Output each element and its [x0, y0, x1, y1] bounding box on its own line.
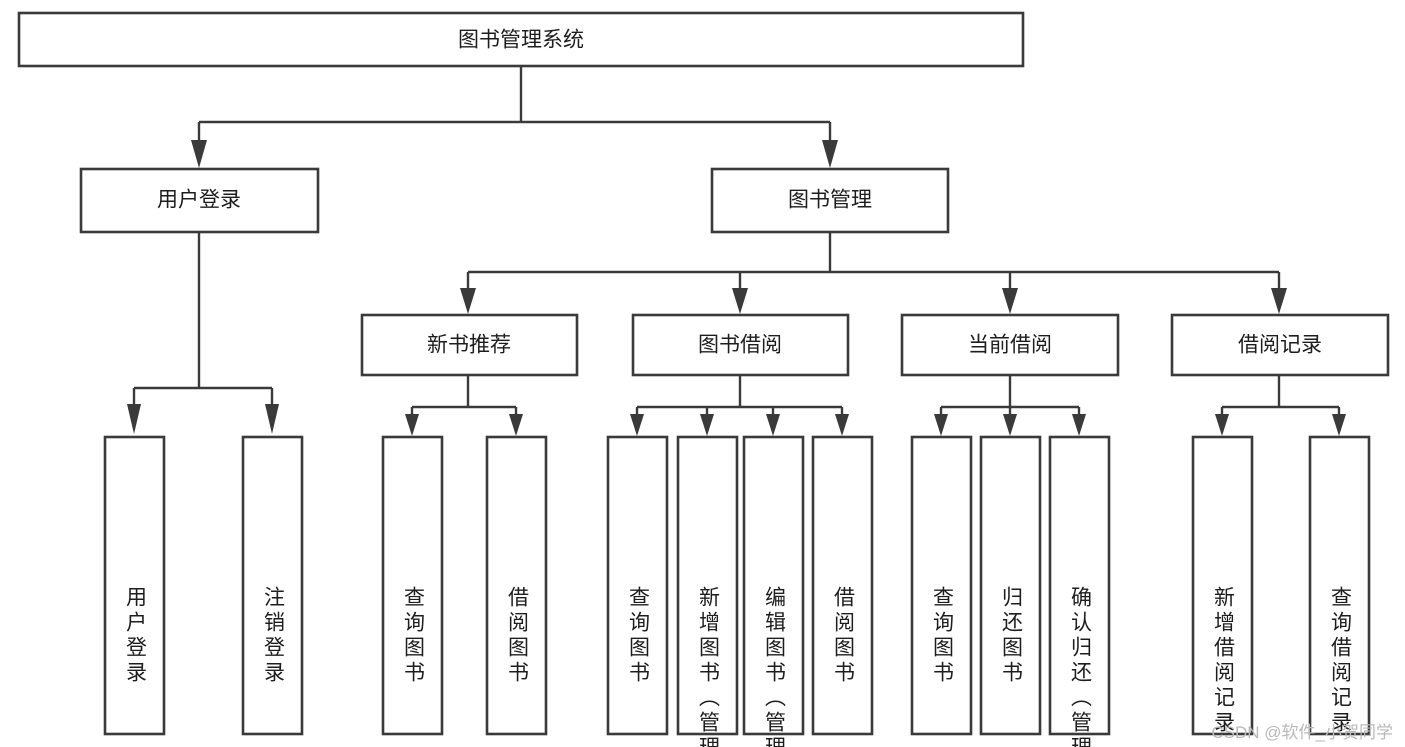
connector-group-root: [191, 66, 838, 168]
arrow-book-mgmt-to-new-book: [460, 288, 476, 314]
node-current-borrow-label: 当前借阅: [968, 334, 1052, 357]
connector-group-book-borrow: [630, 376, 849, 436]
leaf-node-book-borrow-add[interactable]: 新增图书（管理员）: [676, 435, 739, 747]
connector-group-new-book: [405, 376, 523, 436]
arrow-user-login-child-1: [127, 404, 141, 434]
leaf-node-new-book-borrow[interactable]: 借阅图书: [485, 435, 548, 736]
arrow-new-book-child-1: [405, 414, 419, 436]
arrow-book-borrow-child-3: [766, 414, 780, 436]
node-book-management-label: 图书管理: [788, 189, 872, 212]
leaf-current-borrow-confirm-box: [1048, 435, 1111, 736]
node-user-login-box: [79, 167, 320, 234]
leaf-node-book-borrow-query[interactable]: 查询图书: [606, 435, 669, 736]
leaf-book-borrow-borrow-box: [811, 435, 874, 736]
connector-group-book-mgmt: [460, 233, 1287, 314]
leaf-borrow-record-query-box: [1308, 435, 1371, 736]
leaf-current-borrow-return-box: [979, 435, 1042, 736]
leaf-current-borrow-confirm-label: 确认归还（管理员）: [1069, 586, 1093, 747]
node-current-borrow[interactable]: 当前借阅: [900, 313, 1120, 377]
leaf-node-new-book-query[interactable]: 查询图书: [381, 435, 444, 736]
leaf-new-book-query-label: 查询图书: [402, 586, 426, 686]
node-root-label: 图书管理系统: [458, 29, 584, 52]
leaf-node-book-borrow-edit[interactable]: 编辑图书（管理员）: [742, 435, 805, 747]
node-book-borrow[interactable]: 图书借阅: [631, 313, 850, 377]
leaf-borrow-record-add-label: 新增借阅记录: [1212, 586, 1236, 736]
node-current-borrow-box: [900, 313, 1120, 377]
leaf-node-current-borrow-query[interactable]: 查询图书: [910, 435, 973, 736]
arrow-book-borrow-child-2: [700, 414, 714, 436]
node-borrow-record[interactable]: 借阅记录: [1170, 313, 1390, 377]
node-user-login[interactable]: 用户登录: [79, 167, 320, 234]
leaf-book-borrow-query-box: [606, 435, 669, 736]
leaf-node-user-login-login[interactable]: 用户登录: [103, 435, 166, 736]
arrow-book-borrow-child-1: [630, 414, 644, 436]
node-new-book-recommend[interactable]: 新书推荐: [360, 313, 579, 377]
leaf-user-login-login-label: 用户登录: [124, 586, 148, 686]
leaf-node-current-borrow-confirm[interactable]: 确认归还（管理员）: [1048, 435, 1111, 747]
leaf-book-borrow-borrow-label: 借阅图书: [832, 586, 856, 686]
arrow-user-login-child-2: [265, 404, 279, 434]
arrow-root-to-user-login: [191, 140, 207, 168]
node-root-book-management-system[interactable]: 图书管理系统: [17, 11, 1025, 68]
leaf-borrow-record-query-label: 查询借阅记录: [1329, 586, 1353, 736]
arrow-borrow-record-child-2: [1332, 414, 1346, 436]
node-root-box: [17, 11, 1025, 68]
node-book-borrow-label: 图书借阅: [698, 334, 782, 357]
node-book-management[interactable]: 图书管理: [710, 167, 950, 234]
node-new-book-recommend-box: [360, 313, 579, 377]
arrow-current-borrow-child-2: [1003, 414, 1017, 436]
leaf-user-login-logout-label: 注销登录: [262, 586, 286, 686]
leaf-new-book-borrow-label: 借阅图书: [506, 586, 530, 686]
node-book-management-box: [710, 167, 950, 234]
leaf-new-book-query-box: [381, 435, 444, 736]
leaf-new-book-borrow-box: [485, 435, 548, 736]
node-borrow-record-label: 借阅记录: [1238, 334, 1322, 357]
leaf-book-borrow-query-label: 查询图书: [627, 586, 651, 686]
leaf-node-book-borrow-borrow[interactable]: 借阅图书: [811, 435, 874, 736]
leaf-current-borrow-query-label: 查询图书: [931, 586, 955, 686]
arrow-current-borrow-child-3: [1072, 414, 1086, 436]
node-new-book-recommend-label: 新书推荐: [427, 334, 511, 357]
connector-group-current-borrow: [934, 376, 1086, 436]
node-borrow-record-box: [1170, 313, 1390, 377]
arrow-current-borrow-child-1: [934, 414, 948, 436]
leaf-node-borrow-record-add[interactable]: 新增借阅记录: [1191, 435, 1254, 736]
leaf-book-borrow-edit-label: 编辑图书（管理员）: [763, 586, 787, 747]
leaf-node-user-login-logout[interactable]: 注销登录: [241, 435, 304, 736]
leaf-book-borrow-edit-box: [742, 435, 805, 736]
leaf-book-borrow-add-label: 新增图书（管理员）: [697, 586, 721, 747]
arrow-book-mgmt-to-book-borrow: [732, 288, 748, 314]
connector-group-borrow-record: [1215, 376, 1346, 436]
leaf-current-borrow-return-label: 归还图书: [1000, 586, 1024, 686]
leaf-user-login-login-box: [103, 435, 166, 736]
leaf-book-borrow-add-box: [676, 435, 739, 736]
arrow-book-borrow-child-4: [835, 414, 849, 436]
leaf-user-login-logout-box: [241, 435, 304, 736]
arrow-book-mgmt-to-borrow-record: [1271, 288, 1287, 314]
arrow-borrow-record-child-1: [1215, 414, 1229, 436]
connector-group-user-login: [127, 233, 279, 434]
arrow-new-book-child-2: [509, 414, 523, 436]
arrow-root-to-book-mgmt: [822, 140, 838, 168]
leaf-node-current-borrow-return[interactable]: 归还图书: [979, 435, 1042, 736]
node-user-login-label: 用户登录: [157, 189, 241, 212]
leaf-current-borrow-query-box: [910, 435, 973, 736]
node-book-borrow-box: [631, 313, 850, 377]
arrow-book-mgmt-to-current-borrow: [1002, 288, 1018, 314]
leaf-borrow-record-add-box: [1191, 435, 1254, 736]
leaf-node-borrow-record-query[interactable]: 查询借阅记录: [1308, 435, 1371, 736]
